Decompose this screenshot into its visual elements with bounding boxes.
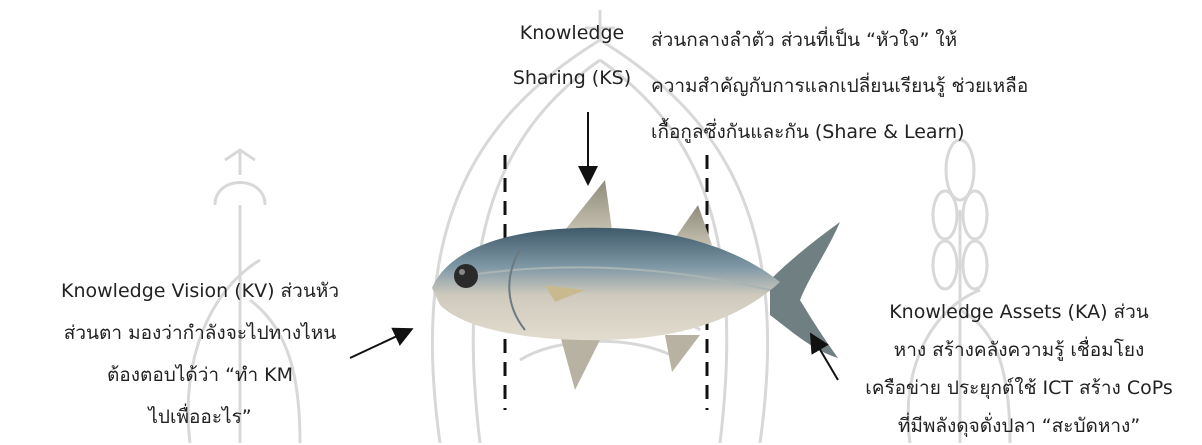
ka-label: Knowledge Assets (KA) ส่วน หาง สร้างคลัง…: [836, 293, 1202, 445]
ventral-fin: [560, 335, 600, 390]
ks-title-line-1: Knowledge: [497, 17, 647, 50]
fish: [432, 180, 840, 390]
kv-line-1: Knowledge Vision (KV) ส่วนหัว: [0, 270, 400, 312]
ks-desc-line-3: เกื้อกูลซึ่งกันและกัน (Share & Learn): [651, 109, 1028, 155]
ka-line-1: Knowledge Assets (KA) ส่วน: [836, 293, 1202, 331]
ks-title: Knowledge Sharing (KS): [497, 17, 647, 95]
kv-label: Knowledge Vision (KV) ส่วนหัว ส่วนตา มอง…: [0, 270, 400, 438]
tail-fin: [770, 222, 840, 358]
ks-title-line-2: Sharing (KS): [497, 62, 647, 95]
kv-line-2: ส่วนตา มองว่ากำลังจะไปทางไหน: [0, 312, 400, 354]
ks-description: ส่วนกลางลำตัว ส่วนที่เป็น “หัวใจ” ให้ คว…: [651, 17, 1028, 155]
ka-line-4: ที่มีพลังดุจดั่งปลา “สะบัดหาง”: [836, 407, 1202, 445]
dorsal-fin: [565, 180, 612, 230]
ka-line-3: เครือข่าย ประยุกต์ใช้ ICT สร้าง CoPs: [836, 369, 1202, 407]
kv-line-4: ไปเพื่ออะไร”: [0, 396, 400, 438]
anal-fin: [665, 335, 700, 372]
ks-desc-line-2: ความสำคัญกับการแลกเปลี่ยนเรียนรู้ ช่วยเห…: [651, 63, 1028, 109]
kv-line-3: ต้องตอบได้ว่า “ทำ KM: [0, 354, 400, 396]
ka-line-2: หาง สร้างคลังความรู้ เชื่อมโยง: [836, 331, 1202, 369]
ks-desc-line-1: ส่วนกลางลำตัว ส่วนที่เป็น “หัวใจ” ให้: [651, 17, 1028, 63]
fish-eye: [454, 264, 478, 288]
